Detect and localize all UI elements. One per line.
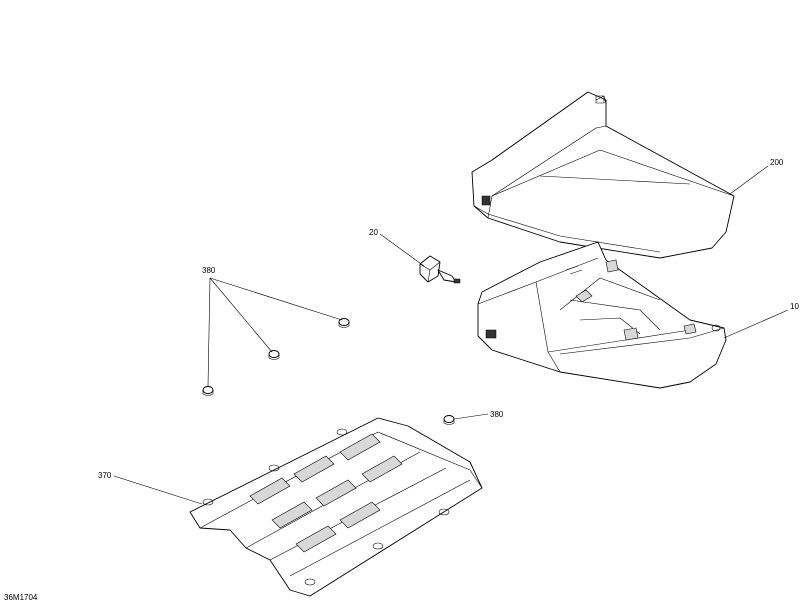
- part-380-fastener-c: [202, 386, 214, 396]
- part-20-connector: [419, 255, 461, 284]
- callout-200: 200: [770, 158, 784, 167]
- leader-380-a: [209, 277, 343, 321]
- leader-200: [729, 165, 769, 195]
- leader-10: [723, 309, 789, 339]
- callout-380-group: 380: [202, 266, 216, 275]
- leader-370: [113, 475, 203, 505]
- leader-20: [379, 233, 425, 267]
- part-200-upper-cover: [471, 91, 735, 259]
- leader-lines: [113, 165, 789, 505]
- drawing-reference-code: 36M1704: [4, 593, 38, 602]
- leader-380-c: [207, 277, 211, 387]
- callout-10: 10: [790, 302, 799, 311]
- part-380-fastener-d: [443, 415, 455, 425]
- callout-20: 20: [369, 228, 378, 237]
- callout-labels: 200 10 20 380 380 370: [98, 158, 799, 480]
- part-380-fastener-b: [268, 350, 280, 360]
- leader-380-b: [209, 277, 273, 353]
- callout-380-single: 380: [490, 410, 504, 419]
- part-370-skid-plate: [189, 417, 483, 597]
- leader-380-d: [453, 413, 489, 420]
- part-10-lower-tray: [477, 241, 727, 389]
- callout-370: 370: [98, 471, 112, 480]
- part-380-fastener-a: [338, 318, 350, 328]
